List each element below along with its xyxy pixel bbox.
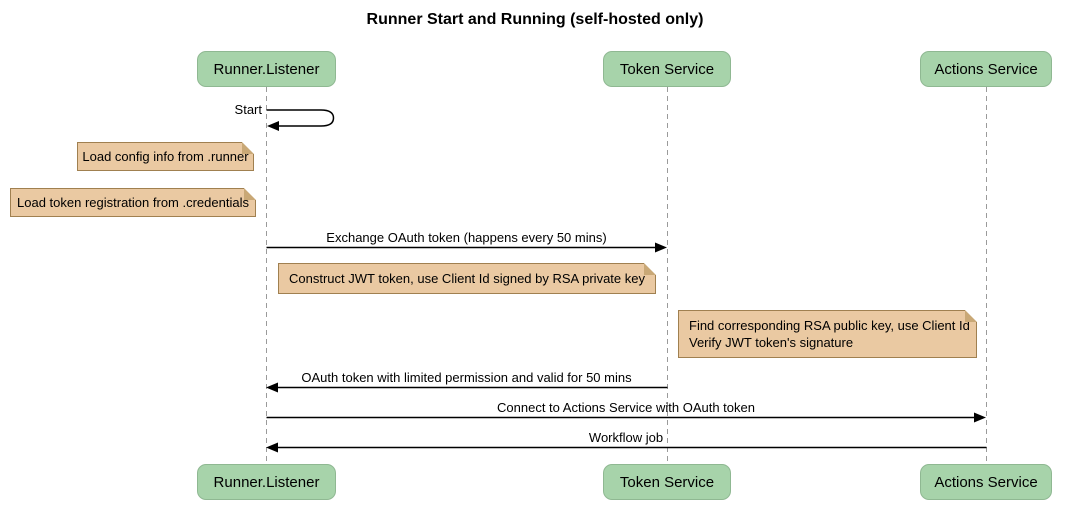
note-load-token-registration: Load token registration from .credential… — [10, 188, 256, 217]
participant-top-actions-service: Actions Service — [920, 51, 1052, 87]
message-label-start: Start — [234, 102, 262, 117]
participant-label: Token Service — [619, 60, 715, 78]
note-load-config: Load config info from .runner — [77, 142, 254, 171]
participant-bottom-token-service: Token Service — [603, 464, 731, 500]
note-verify-jwt-line2: Verify JWT token's signature — [689, 335, 854, 350]
message-label-workflow: Workflow job — [588, 430, 664, 445]
note-verify-jwt-line1: Find corresponding RSA public key, use C… — [689, 318, 970, 333]
participant-bottom-runner-listener: Runner.Listener — [197, 464, 336, 500]
note-verify-jwt: Find corresponding RSA public key, use C… — [678, 310, 977, 358]
self-message-loop — [266, 109, 335, 127]
message-label-connect: Connect to Actions Service with OAuth to… — [497, 400, 755, 415]
arrowhead-exchange — [655, 242, 667, 253]
participant-top-token-service: Token Service — [603, 51, 731, 87]
arrowhead-workflow — [266, 442, 278, 453]
message-label-exchange: Exchange OAuth token (happens every 50 m… — [326, 230, 607, 245]
participant-label: Actions Service — [934, 60, 1038, 78]
diagram-title: Runner Start and Running (self-hosted on… — [366, 11, 704, 28]
note-construct-jwt: Construct JWT token, use Client Id signe… — [278, 263, 656, 294]
arrowhead-start — [267, 121, 279, 131]
arrowhead-connect — [974, 412, 986, 423]
participant-label: Token Service — [619, 473, 715, 491]
participant-bottom-actions-service: Actions Service — [920, 464, 1052, 500]
arrowhead-oauth-return — [266, 382, 278, 393]
participant-label: Runner.Listener — [213, 473, 320, 491]
participant-top-runner-listener: Runner.Listener — [197, 51, 336, 87]
participant-label: Runner.Listener — [213, 60, 320, 78]
message-label-oauth-return: OAuth token with limited permission and … — [301, 370, 632, 385]
participant-label: Actions Service — [934, 473, 1038, 491]
